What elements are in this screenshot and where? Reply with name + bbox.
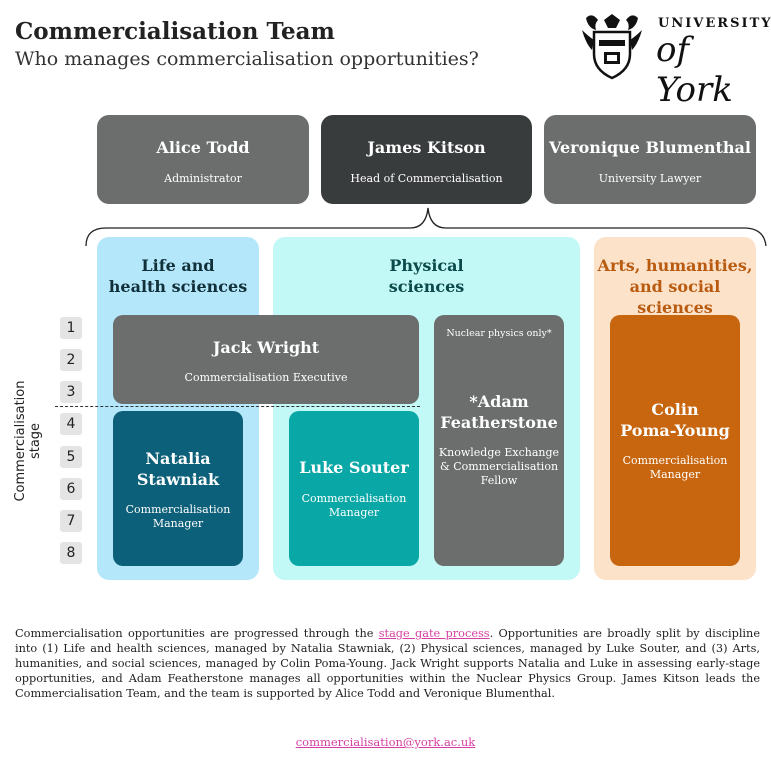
contact-email: commercialisation@york.ac.uk: [0, 735, 771, 749]
person-name: Colin Poma-Young: [610, 399, 740, 441]
person-role: Commercialisation Manager: [113, 503, 243, 531]
person-name: Jack Wright: [212, 338, 320, 357]
stage-number: 3: [60, 381, 82, 403]
person-card-luke-souter: Luke Souter Commercialisation Manager: [289, 411, 419, 566]
description-text: . Opportunities are broadly split by dis…: [15, 627, 761, 700]
person-role-line: Commercialisation: [125, 503, 231, 516]
role-card-alice-todd: Alice Todd Administrator: [97, 115, 309, 204]
person-name: Natalia Stawniak: [113, 448, 243, 490]
logo-university-text: UNIVERSITY: [658, 16, 771, 31]
role-title: Head of Commercialisation: [350, 172, 503, 185]
person-card-colin-poma-young: Colin Poma-Young Commercialisation Manag…: [610, 315, 740, 566]
person-role-line: Knowledge Exchange: [438, 446, 560, 459]
person-role-line: Fellow: [480, 474, 518, 487]
person-role: Commercialisation Manager: [610, 454, 740, 482]
panel-title-line: and social sciences: [629, 277, 721, 317]
role-name: Veronique Blumenthal: [549, 138, 751, 157]
page-subtitle: Who manages commercialisation opportunit…: [15, 48, 479, 70]
stage-gate-process-link[interactable]: stage gate process: [378, 627, 490, 640]
panel-title-line: health sciences: [108, 277, 248, 296]
email-link[interactable]: commercialisation@york.ac.uk: [295, 735, 476, 749]
role-title: Administrator: [164, 172, 242, 185]
person-name-line: Stawniak: [136, 470, 220, 489]
person-role: Commercialisation Executive: [184, 371, 348, 384]
stage-number: 6: [60, 478, 82, 500]
stage-number: 4: [60, 413, 82, 435]
person-name: *Adam Featherstone: [434, 391, 564, 433]
person-name-line: Featherstone: [440, 413, 558, 432]
person-name-line: *Adam: [469, 392, 529, 411]
role-card-veronique-blumenthal: Veronique Blumenthal University Lawyer: [544, 115, 756, 204]
role-card-james-kitson: James Kitson Head of Commercialisation: [321, 115, 532, 204]
person-role-line: Manager: [328, 506, 380, 519]
panel-title-life: Life and health sciences: [97, 255, 259, 297]
person-role-line: & Commercialisation: [439, 460, 559, 473]
nuclear-physics-note: Nuclear physics only*: [446, 328, 552, 339]
person-role-line: Manager: [649, 468, 701, 481]
panel-title-line: Arts, humanities,: [597, 256, 753, 275]
person-role-line: Manager: [152, 517, 204, 530]
role-name: James Kitson: [367, 138, 486, 157]
panel-title-line: sciences: [388, 277, 465, 296]
person-card-jack-wright: Jack Wright Commercialisation Executive: [113, 315, 419, 404]
stage-number: 7: [60, 510, 82, 532]
person-name: Luke Souter: [299, 458, 409, 477]
logo-york-text: of York: [656, 30, 733, 110]
panel-title-physical: Physical sciences: [273, 255, 580, 297]
person-name-line: Natalia: [145, 449, 211, 468]
university-logo: UNIVERSITY of York: [580, 10, 771, 110]
team-brace: [85, 207, 767, 247]
person-role: Knowledge Exchange & Commercialisation F…: [434, 446, 564, 488]
panel-title-line: Physical: [389, 256, 464, 275]
role-title: University Lawyer: [598, 172, 702, 185]
stage-number: 5: [60, 446, 82, 468]
stage-number: 1: [60, 317, 82, 339]
person-card-natalia-stawniak: Natalia Stawniak Commercialisation Manag…: [113, 411, 243, 566]
panel-title-line: Life and: [141, 256, 215, 275]
page-title: Commercialisation Team: [15, 18, 335, 45]
description-text: Commercialisation opportunities are prog…: [15, 627, 379, 640]
stage-number: 2: [60, 349, 82, 371]
early-stage-divider: [55, 406, 420, 407]
person-role: Commercialisation Manager: [289, 492, 419, 520]
person-name-line: Colin: [651, 400, 699, 419]
person-card-adam-featherstone: Nuclear physics only* *Adam Featherstone…: [434, 315, 564, 566]
role-name: Alice Todd: [156, 138, 250, 157]
description-paragraph: Commercialisation opportunities are prog…: [15, 626, 760, 701]
stage-number: 8: [60, 542, 82, 564]
panel-title-arts: Arts, humanities, and social sciences: [594, 255, 756, 318]
york-crest-icon: [582, 14, 642, 80]
person-role-line: Commercialisation: [301, 492, 407, 505]
axis-label-commercialisation-stage: Commercialisation stage: [13, 380, 43, 502]
person-name-line: Poma-Young: [620, 421, 730, 440]
person-role-line: Commercialisation: [622, 454, 728, 467]
